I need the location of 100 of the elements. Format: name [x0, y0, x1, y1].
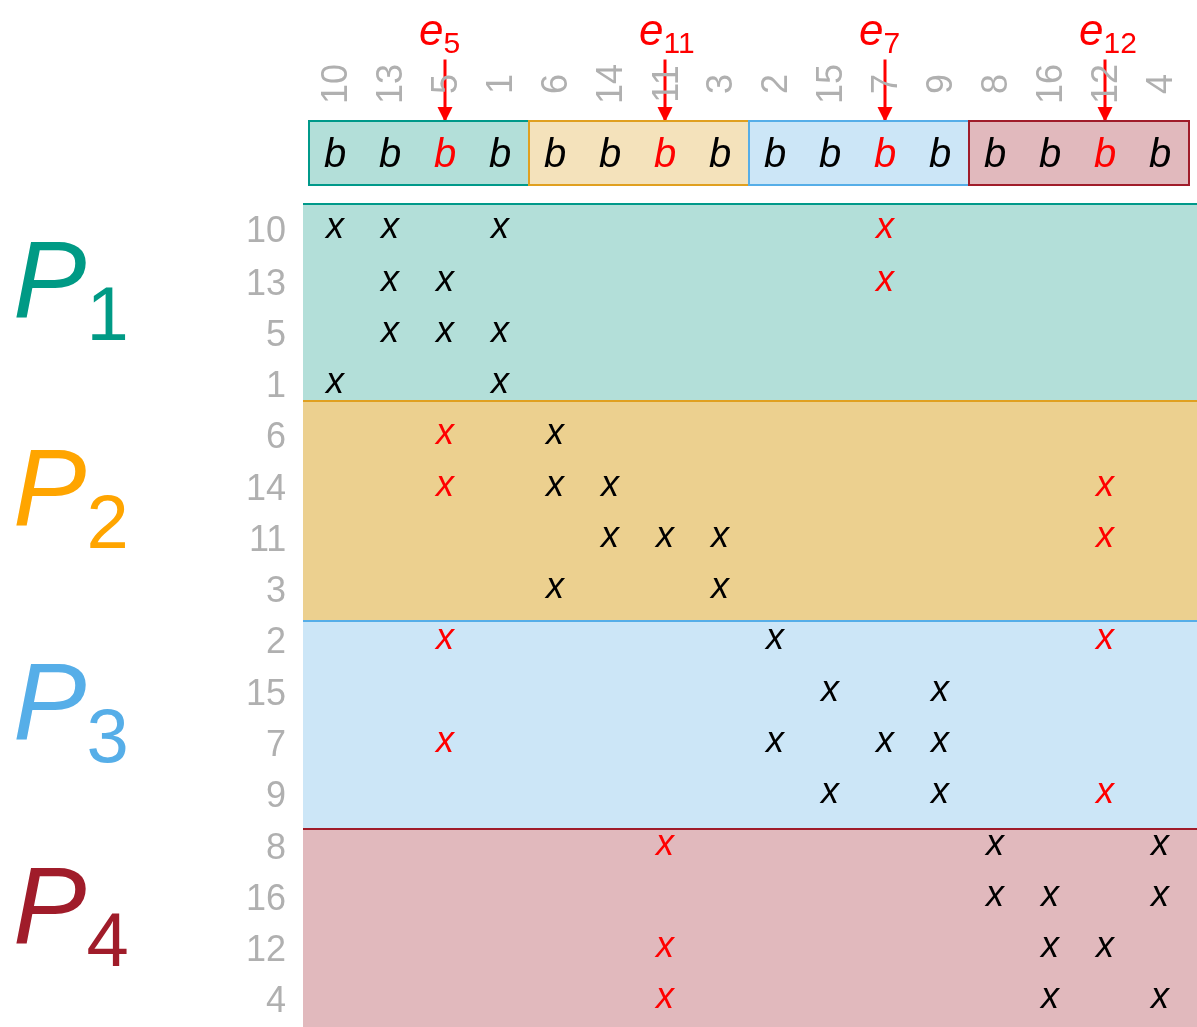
vector-entry: b	[543, 133, 567, 173]
vector-segment-box	[307, 120, 530, 186]
row-index: 8	[266, 829, 287, 865]
edge-label: e$_{12}$	[1079, 8, 1137, 58]
matrix-entry: x	[546, 466, 564, 502]
vector-entry: b	[598, 133, 622, 173]
edge-label: e$_{11}$	[639, 8, 695, 58]
matrix-entry: x	[656, 978, 674, 1014]
vector-entry: b	[928, 133, 952, 173]
edge-label: e$_{7}$	[859, 8, 901, 58]
column-index: 4	[1142, 74, 1178, 94]
vector-segment-box	[967, 120, 1190, 186]
row-index: 11	[249, 521, 287, 557]
matrix-entry: x	[436, 619, 454, 655]
row-index: 5	[266, 316, 287, 352]
matrix-entry: x	[986, 825, 1004, 861]
column-index: 7	[867, 74, 903, 94]
matrix-entry: x	[766, 722, 784, 758]
vector-entry: b	[983, 133, 1007, 173]
column-index: 6	[537, 74, 573, 94]
arrow	[657, 59, 673, 122]
vector-entry: b	[488, 133, 512, 173]
matrix-entry: x	[821, 671, 839, 707]
column-index: 10	[317, 64, 353, 104]
matrix-entry: x	[1096, 466, 1114, 502]
matrix-entry: x	[601, 466, 619, 502]
partition-heading: P$_{1}$	[13, 223, 129, 352]
matrix-entry: x	[986, 876, 1004, 912]
partition-heading: P$_{3}$	[13, 646, 129, 774]
row-index: 15	[246, 675, 287, 711]
partition-heading: P$_{2}$	[13, 432, 129, 560]
matrix-entry: x	[876, 261, 894, 297]
vector-entry: b	[1038, 133, 1062, 173]
row-index: 10	[246, 212, 287, 248]
matrix-entry: x	[876, 722, 894, 758]
vector-entry: b	[873, 133, 897, 173]
matrix-entry: x	[436, 312, 454, 348]
column-index: 13	[372, 64, 408, 104]
vector-entry: b	[1148, 133, 1172, 173]
column-index: 12	[1087, 64, 1123, 104]
matrix-entry: x	[326, 363, 344, 399]
column-index: 11	[647, 65, 684, 103]
column-index: 8	[977, 74, 1013, 94]
column-index: 15	[812, 64, 848, 104]
row-index: 14	[246, 470, 287, 506]
row-index: 9	[266, 777, 287, 813]
row-index: 16	[246, 880, 287, 916]
row-index: 2	[266, 623, 287, 659]
matrix-entry: x	[1096, 927, 1114, 963]
row-index: 12	[246, 931, 287, 967]
matrix-entry: x	[546, 568, 564, 604]
matrix-entry: x	[491, 312, 509, 348]
matrix-entry: x	[656, 927, 674, 963]
matrix-entry: x	[1151, 978, 1169, 1014]
matrix-entry: x	[1041, 978, 1059, 1014]
vector-segment-box	[527, 120, 750, 186]
matrix-entry: x	[1151, 825, 1169, 861]
matrix-entry: x	[931, 722, 949, 758]
row-index: 4	[266, 982, 287, 1018]
matrix-entry: x	[436, 466, 454, 502]
matrix-entry: x	[436, 261, 454, 297]
matrix-entry: x	[491, 363, 509, 399]
matrix-entry: x	[711, 568, 729, 604]
vector-entry: b	[763, 133, 787, 173]
column-index: 16	[1032, 64, 1068, 104]
vector-entry: b	[1093, 133, 1117, 173]
arrow	[1097, 59, 1113, 122]
matrix-entry: x	[381, 261, 399, 297]
partition-heading: P$_{4}$	[13, 849, 129, 978]
matrix-entry: x	[546, 414, 564, 450]
matrix-entry: x	[1041, 927, 1059, 963]
matrix-entry: x	[436, 722, 454, 758]
row-index: 1	[266, 367, 287, 403]
matrix-entry: x	[821, 773, 839, 809]
row-index: 7	[266, 726, 287, 762]
column-index: 5	[427, 74, 463, 94]
column-index: 2	[757, 74, 793, 94]
vector-entry: b	[433, 133, 457, 173]
edge-label: e$_{5}$	[419, 8, 461, 58]
matrix-entry: x	[931, 773, 949, 809]
matrix-entry: x	[1096, 619, 1114, 655]
arrow	[437, 59, 453, 122]
matrix-entry: x	[656, 825, 674, 861]
matrix-entry: x	[491, 208, 509, 244]
row-index: 3	[266, 572, 287, 608]
column-index: 14	[592, 64, 628, 104]
column-index: 1	[482, 74, 518, 94]
matrix-entry: x	[711, 517, 729, 553]
matrix-entry: x	[1096, 773, 1114, 809]
matrix-entry: x	[1151, 876, 1169, 912]
arrow	[877, 59, 893, 122]
matrix-entry: x	[1096, 517, 1114, 553]
matrix-entry: x	[656, 517, 674, 553]
vector-entry: b	[653, 133, 677, 173]
matrix-entry: x	[326, 208, 344, 244]
vector-entry: b	[708, 133, 732, 173]
vector-segment-box	[747, 120, 970, 186]
vector-entry: b	[378, 133, 402, 173]
matrix-entry: x	[931, 671, 949, 707]
matrix-entry: x	[601, 517, 619, 553]
